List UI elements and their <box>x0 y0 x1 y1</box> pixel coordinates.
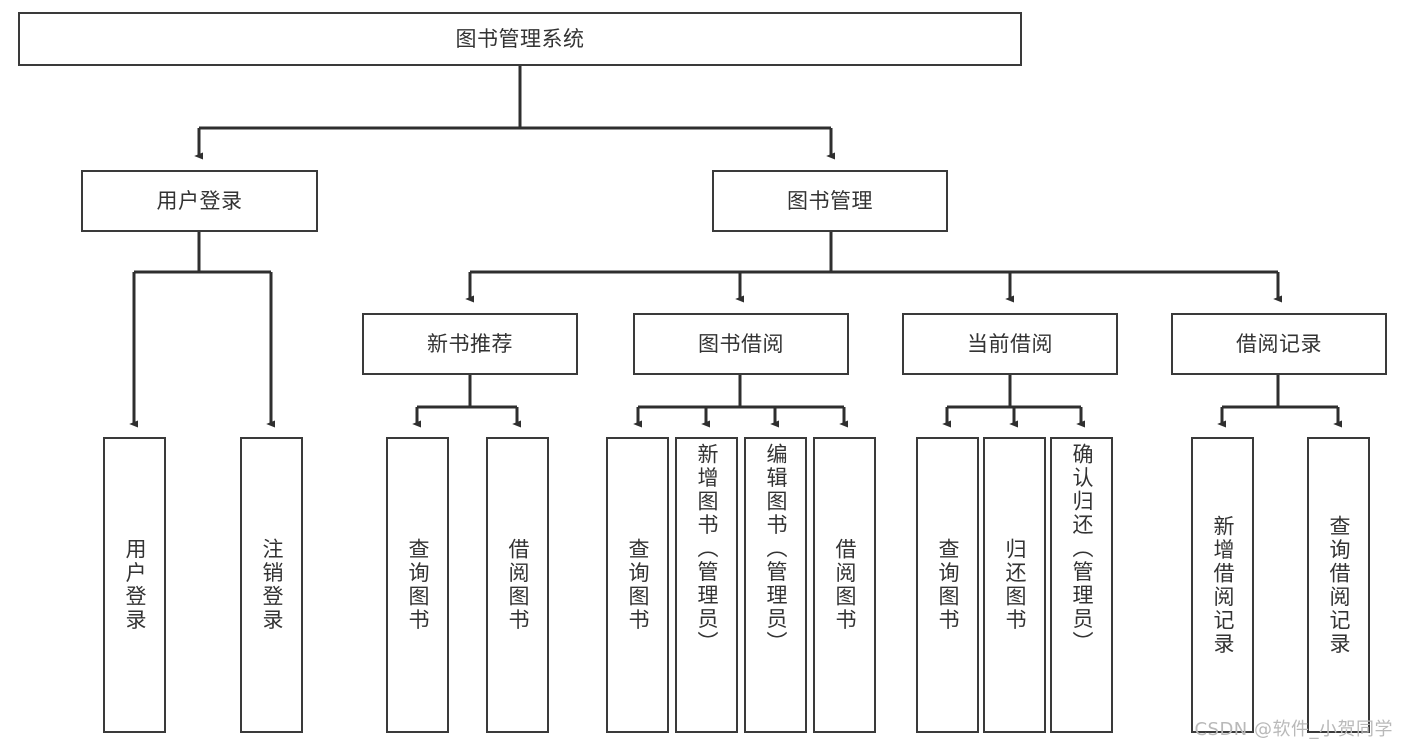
node-leaf-edit-book-label: 编辑图书（管理员） <box>764 443 788 655</box>
node-root[interactable]: 图书管理系统 <box>18 12 1022 66</box>
node-leaf-borrow-book-2[interactable]: 借阅图书 <box>813 437 876 733</box>
node-leaf-query-book-2-label: 查询图书 <box>626 538 650 632</box>
watermark-text: CSDN @软件_小贺同学 <box>1194 719 1393 740</box>
node-leaf-borrow-book-1[interactable]: 借阅图书 <box>486 437 549 733</box>
node-leaf-add-book-label: 新增图书（管理员） <box>695 443 719 655</box>
node-leaf-add-book[interactable]: 新增图书（管理员） <box>675 437 738 733</box>
node-book-borrow-label: 图书借阅 <box>698 331 784 356</box>
node-leaf-user-login-label: 用户登录 <box>123 538 147 632</box>
node-leaf-confirm-return-label: 确认归还（管理员） <box>1070 443 1094 655</box>
node-leaf-query-book-1-label: 查询图书 <box>406 538 430 632</box>
node-leaf-query-book-2[interactable]: 查询图书 <box>606 437 669 733</box>
node-leaf-borrow-book-2-label: 借阅图书 <box>833 538 857 632</box>
node-leaf-query-book-3-label: 查询图书 <box>936 538 960 632</box>
node-leaf-query-record[interactable]: 查询借阅记录 <box>1307 437 1370 733</box>
node-book-borrow[interactable]: 图书借阅 <box>633 313 849 375</box>
node-user-login[interactable]: 用户登录 <box>81 170 318 232</box>
node-new-book-rec-label: 新书推荐 <box>427 331 513 356</box>
node-leaf-edit-book[interactable]: 编辑图书（管理员） <box>744 437 807 733</box>
node-new-book-rec[interactable]: 新书推荐 <box>362 313 578 375</box>
node-user-login-label: 用户登录 <box>156 188 243 213</box>
node-leaf-confirm-return[interactable]: 确认归还（管理员） <box>1050 437 1113 733</box>
node-book-manage[interactable]: 图书管理 <box>712 170 948 232</box>
node-borrow-record[interactable]: 借阅记录 <box>1171 313 1387 375</box>
node-leaf-add-record-label: 新增借阅记录 <box>1211 514 1235 656</box>
node-leaf-query-record-label: 查询借阅记录 <box>1327 514 1351 656</box>
node-leaf-borrow-book-1-label: 借阅图书 <box>506 538 530 632</box>
node-leaf-return-book-label: 归还图书 <box>1003 538 1027 632</box>
node-leaf-logout-label: 注销登录 <box>260 538 284 632</box>
node-current-borrow[interactable]: 当前借阅 <box>902 313 1118 375</box>
node-root-label: 图书管理系统 <box>455 26 585 51</box>
node-leaf-return-book[interactable]: 归还图书 <box>983 437 1046 733</box>
node-leaf-add-record[interactable]: 新增借阅记录 <box>1191 437 1254 733</box>
node-borrow-record-label: 借阅记录 <box>1236 331 1322 356</box>
node-leaf-query-book-3[interactable]: 查询图书 <box>916 437 979 733</box>
node-book-manage-label: 图书管理 <box>787 188 873 213</box>
node-leaf-logout[interactable]: 注销登录 <box>240 437 303 733</box>
node-leaf-query-book-1[interactable]: 查询图书 <box>386 437 449 733</box>
node-current-borrow-label: 当前借阅 <box>967 331 1053 356</box>
node-leaf-user-login[interactable]: 用户登录 <box>103 437 166 733</box>
